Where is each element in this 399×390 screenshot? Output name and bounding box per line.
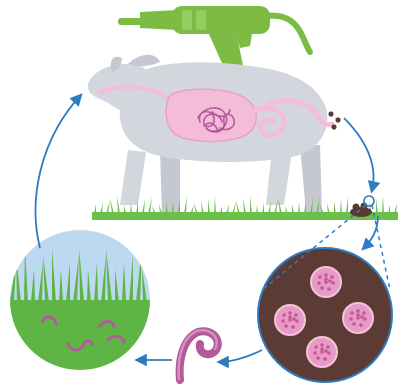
egg-icon	[307, 337, 337, 367]
egg-icon	[311, 267, 341, 297]
feces-on-grass-icon	[350, 196, 374, 217]
egg-icon	[343, 303, 373, 333]
arrow-eggs-to-larva	[220, 350, 262, 362]
arrow-feces-to-ground	[344, 118, 374, 190]
eggs-in-feces-magnified	[258, 248, 392, 382]
arrow-pasture-to-sheep	[36, 96, 80, 248]
larva-icon	[179, 330, 218, 380]
egg-icon	[275, 305, 305, 335]
larvae-on-pasture-magnified	[0, 230, 160, 380]
